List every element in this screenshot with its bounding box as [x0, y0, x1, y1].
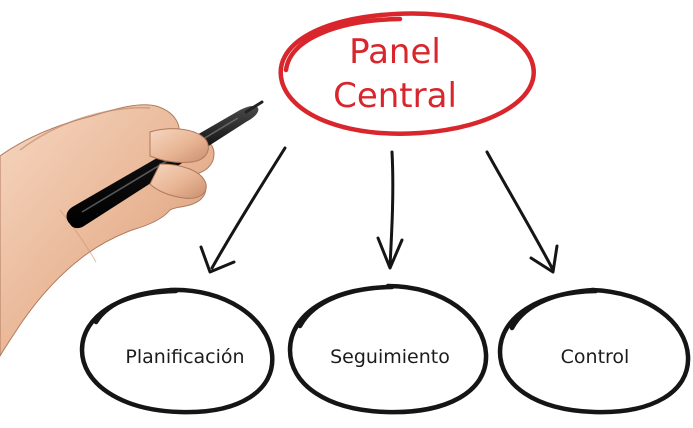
oval-control — [497, 287, 691, 415]
central-node-label: Panel Central — [300, 30, 490, 118]
central-node-label-line1: Panel — [349, 32, 441, 72]
central-node-label-line2: Central — [333, 76, 457, 116]
arrow-to-control — [485, 150, 559, 274]
label-control: Control — [560, 346, 630, 368]
arrow-to-planificacion — [199, 146, 287, 274]
label-planificacion: Planificación — [125, 346, 245, 368]
oval-planificacion — [79, 287, 275, 415]
fingers-icon — [149, 128, 209, 199]
arrow-to-seguimiento — [376, 150, 404, 270]
label-seguimiento: Seguimiento — [330, 346, 450, 368]
oval-seguimiento — [287, 283, 489, 415]
central-node — [278, 11, 536, 136]
